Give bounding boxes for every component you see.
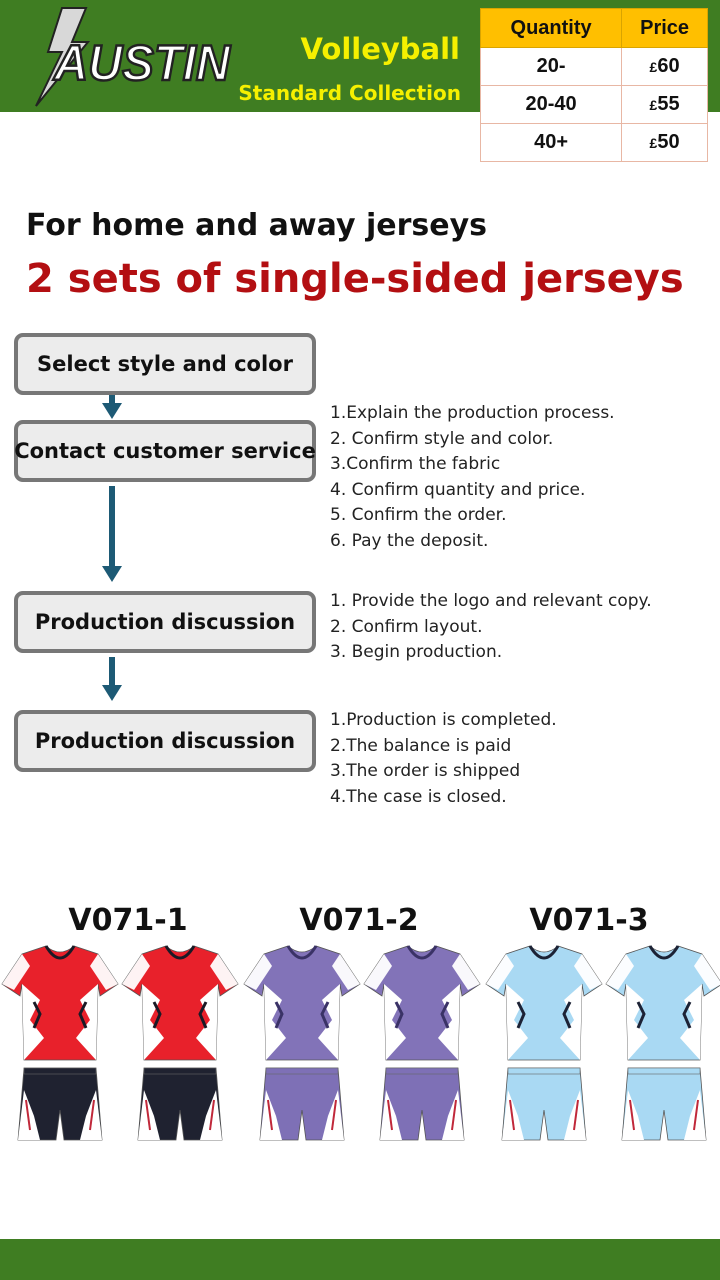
list-item: 2. Confirm layout. <box>330 616 483 637</box>
intro-heading: For home and away jerseys <box>26 208 487 243</box>
quantity-cell: 20-40 <box>479 85 623 124</box>
intro-headline: 2 sets of single-sided jerseys <box>26 256 684 302</box>
list-item: 6. Pay the deposit. <box>330 530 489 551</box>
quantity-cell: 40+ <box>479 123 623 162</box>
table-row: 20- £60 <box>479 47 708 86</box>
price-value: 50 <box>657 131 680 153</box>
table-row: 40+ £50 <box>479 123 708 162</box>
list-item: 3. Begin production. <box>330 642 503 663</box>
list-item: 4.The case is closed. <box>330 786 507 807</box>
price-header: Price <box>621 8 708 48</box>
step-notes-completion: 1.Production is completed. 2.The balance… <box>330 708 557 810</box>
price-table-header: Quantity Price <box>479 8 708 48</box>
price-value: 60 <box>657 55 680 77</box>
step-production-complete: Production discussion <box>14 710 316 772</box>
list-item: 4. Confirm quantity and price. <box>330 479 586 500</box>
flow-arrow-icon <box>102 657 122 703</box>
kit-v071-1-image <box>1 945 239 1141</box>
kit-v071-3-image <box>485 945 720 1141</box>
price-table: Quantity Price 20- £60 20-40 £55 40+ £50 <box>479 8 708 162</box>
list-item: 2.The balance is paid <box>330 735 512 756</box>
step-contact-service: Contact customer service <box>14 420 316 482</box>
list-item: 2. Confirm style and color. <box>330 428 554 449</box>
quantity-cell: 20- <box>479 47 623 86</box>
price-cell: £55 <box>621 85 708 124</box>
currency-symbol: £ <box>649 135 658 151</box>
product-code: V071-2 <box>299 903 419 938</box>
step-notes-production: 1. Provide the logo and relevant copy. 2… <box>330 589 652 666</box>
list-item: 1.Explain the production process. <box>330 403 615 423</box>
austin-logo: AUSTIN <box>35 7 232 107</box>
price-value: 55 <box>657 93 680 115</box>
price-cell: £50 <box>621 123 708 162</box>
product-code: V071-1 <box>68 903 188 938</box>
collection-title: Volleyball <box>300 32 460 66</box>
collection-subtitle: Standard Collection <box>238 81 461 105</box>
product-code: V071-3 <box>529 903 649 938</box>
currency-symbol: £ <box>649 59 658 75</box>
step-production-discussion: Production discussion <box>14 591 316 653</box>
list-item: 1. Provide the logo and relevant copy. <box>330 591 652 611</box>
step-select-style: Select style and color <box>14 333 316 395</box>
list-item: 3.The order is shipped <box>330 761 521 782</box>
kit-v071-2-image <box>243 945 481 1141</box>
list-item: 1.Production is completed. <box>330 710 557 730</box>
quantity-header: Quantity <box>479 8 623 48</box>
flow-arrow-icon <box>102 486 122 584</box>
price-cell: £60 <box>621 47 708 86</box>
list-item: 3.Confirm the fabric <box>330 454 501 475</box>
svg-text:AUSTIN: AUSTIN <box>52 35 231 91</box>
table-row: 20-40 £55 <box>479 85 708 124</box>
step-notes-contact: 1.Explain the production process. 2. Con… <box>330 401 615 555</box>
list-item: 5. Confirm the order. <box>330 505 507 526</box>
flow-arrow-icon <box>102 395 122 419</box>
header-banner: AUSTIN Volleyball Standard Collection Qu… <box>0 0 720 162</box>
currency-symbol: £ <box>649 97 658 113</box>
footer-bar <box>0 1239 720 1280</box>
